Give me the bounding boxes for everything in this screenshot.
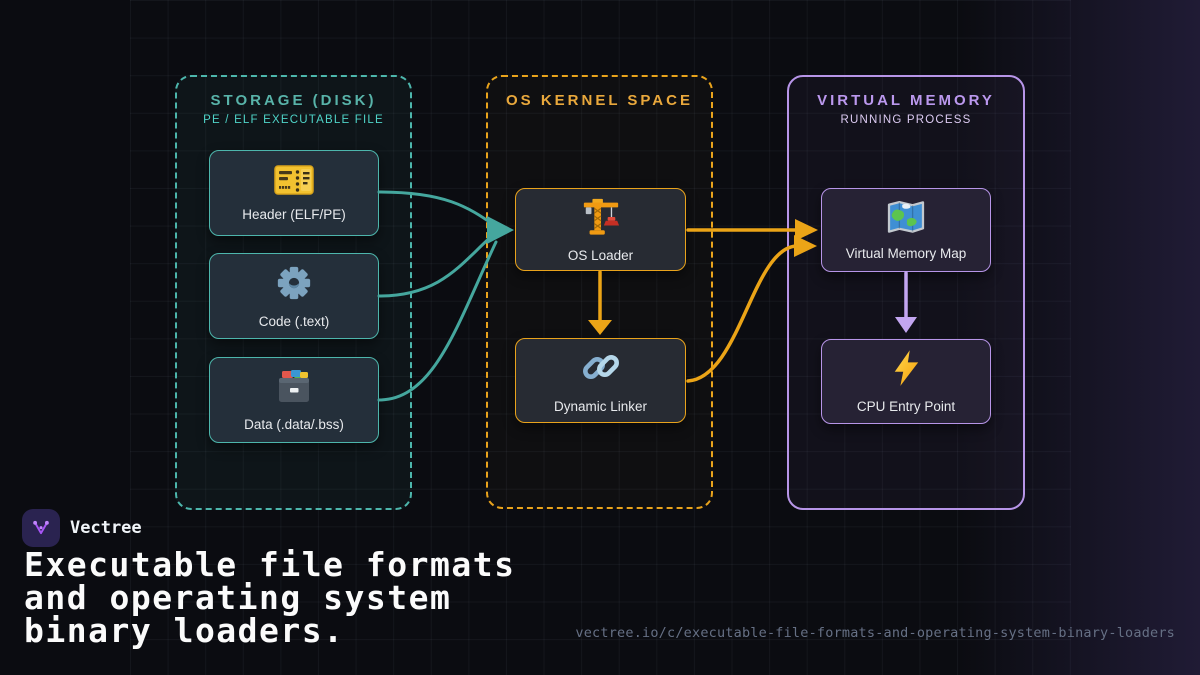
node-dynamic-linker: Dynamic Linker	[515, 338, 686, 423]
slide-title-line-1: Executable file formats	[24, 545, 516, 584]
node-header-elf-pe: Header (ELF/PE)	[209, 150, 379, 236]
id-card-icon	[274, 164, 314, 200]
chain-link-icon	[581, 347, 621, 392]
slide-title-line-2: and operating system	[24, 578, 452, 617]
slide-url: vectree.io/c/executable-file-formats-and…	[575, 625, 1175, 641]
card-file-box-icon	[274, 369, 314, 410]
world-map-icon	[886, 200, 926, 239]
brand-row: Vectree	[22, 509, 142, 547]
panel-os-kernel-space: OS KERNEL SPACE	[486, 75, 713, 509]
node-virtual-memory-map: Virtual Memory Map	[821, 188, 991, 272]
node-label: CPU Entry Point	[856, 399, 956, 414]
panel-title-vm: VIRTUAL MEMORY	[817, 92, 995, 109]
panel-subtitle-storage: PE / ELF EXECUTABLE FILE	[203, 114, 384, 126]
panel-title-storage: STORAGE (DISK)	[210, 92, 377, 109]
node-data-bss: Data (.data/.bss)	[209, 357, 379, 443]
node-label: OS Loader	[567, 248, 634, 263]
gear-icon	[275, 264, 313, 307]
slide-title: Executable file formats and operating sy…	[24, 548, 515, 647]
panel-virtual-memory: VIRTUAL MEMORY RUNNING PROCESS	[787, 75, 1025, 510]
vectree-logo-icon	[22, 509, 60, 547]
node-os-loader: OS Loader	[515, 188, 686, 271]
panel-title-kernel: OS KERNEL SPACE	[506, 92, 693, 109]
node-code-text: Code (.text)	[209, 253, 379, 339]
node-label: Header (ELF/PE)	[242, 206, 346, 222]
node-label: Virtual Memory Map	[845, 245, 967, 261]
node-cpu-entry-point: CPU Entry Point	[821, 339, 991, 424]
node-label: Dynamic Linker	[553, 399, 648, 414]
slide-title-line-3: binary loaders.	[24, 611, 345, 650]
background-glow	[960, 0, 1200, 675]
brand-name: Vectree	[70, 518, 142, 538]
crane-icon	[579, 196, 623, 241]
panel-subtitle-vm: RUNNING PROCESS	[840, 114, 972, 126]
node-label: Code (.text)	[258, 313, 330, 329]
lightning-bolt-icon	[891, 349, 921, 392]
node-label: Data (.data/.bss)	[244, 416, 344, 432]
